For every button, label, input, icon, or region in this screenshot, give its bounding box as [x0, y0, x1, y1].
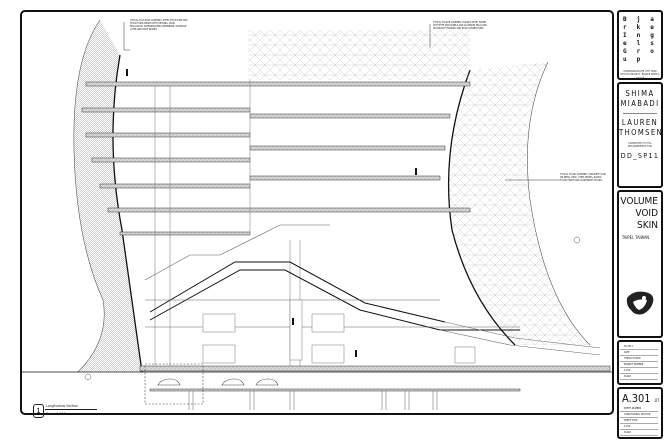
title-block-project: VOLUME VOID SKIN TAIPEI, TAIWAN: [617, 190, 663, 338]
author-last-name: MIABADI: [620, 99, 660, 108]
sheet-number-label: Sheet number: [620, 407, 658, 412]
submitted-note: Completed to fill requirements for: [627, 142, 653, 149]
sheet-title: Longitudinal section: [620, 413, 658, 418]
project-title-line: VOLUME: [620, 196, 658, 207]
sheet-suffix: .07: [653, 398, 660, 403]
info-scale: 1:100: [620, 369, 658, 374]
firm-name-line: I n g e l s: [623, 32, 658, 47]
project-title-line: SKIN: [637, 220, 658, 231]
divider: [623, 113, 657, 114]
drawing-scale: Scale: 1:100: [46, 412, 66, 416]
sheet-number: A.301: [622, 392, 651, 405]
sheet-scale-label: Scale: [620, 431, 658, 436]
drawing-number: 1: [33, 404, 44, 418]
title-block-info: 05.2011 Date Thesis studio Project numbe…: [617, 340, 663, 385]
title-block-firm: B j a r k e I n g e l s G r o u p Underg…: [617, 10, 663, 80]
floor-slabs: [81, 81, 611, 392]
floor-assembly-note: Typical floor assembly: concrete slab on…: [560, 173, 606, 182]
info-scale-label: Scale: [620, 375, 658, 380]
firm-name-line: B j a r k e: [623, 16, 658, 31]
title-block-sheet: A.301 .07 Sheet number Longitudinal sect…: [617, 387, 663, 439]
course-code: DD_SP11: [620, 151, 660, 160]
info-date-label: Date: [620, 351, 658, 356]
right-skin-diagrid: [447, 61, 591, 346]
info-date: 05.2011: [620, 345, 658, 350]
firm-note: Undergraduate 4th year studio project, B…: [620, 70, 660, 80]
firm-name-line: G r o u p: [623, 48, 658, 63]
roof-skin-diagrid: [248, 30, 470, 80]
project-title-line: VOID: [635, 208, 658, 219]
project-logo-icon: [626, 291, 654, 315]
drawing-title-rule: [45, 409, 97, 410]
left-skin: [73, 19, 143, 373]
drawing-title: Longitudinal Section: [46, 404, 79, 408]
author-first-name: LAUREN: [621, 118, 659, 127]
facade-assembly-note: Typical facade assembly: diagrid steel f…: [433, 21, 488, 30]
author-first-name: SHIMA: [625, 89, 655, 98]
info-project: Thesis studio: [620, 357, 658, 362]
sheet-title-label: Sheet title: [620, 419, 658, 424]
author-last-name: THOMSEN: [619, 128, 664, 137]
project-location: TAIPEI, TAIWAN: [622, 235, 650, 240]
roof-assembly-note: Typical flat roof assembly: steel struct…: [130, 19, 188, 31]
info-project-label: Project number: [620, 363, 658, 368]
title-block-names: SHIMA MIABADI LAUREN THOMSEN Completed t…: [617, 82, 663, 188]
sheet-number-row: A.301 .07: [619, 393, 661, 407]
sheet-scale: 1:100: [620, 425, 658, 430]
